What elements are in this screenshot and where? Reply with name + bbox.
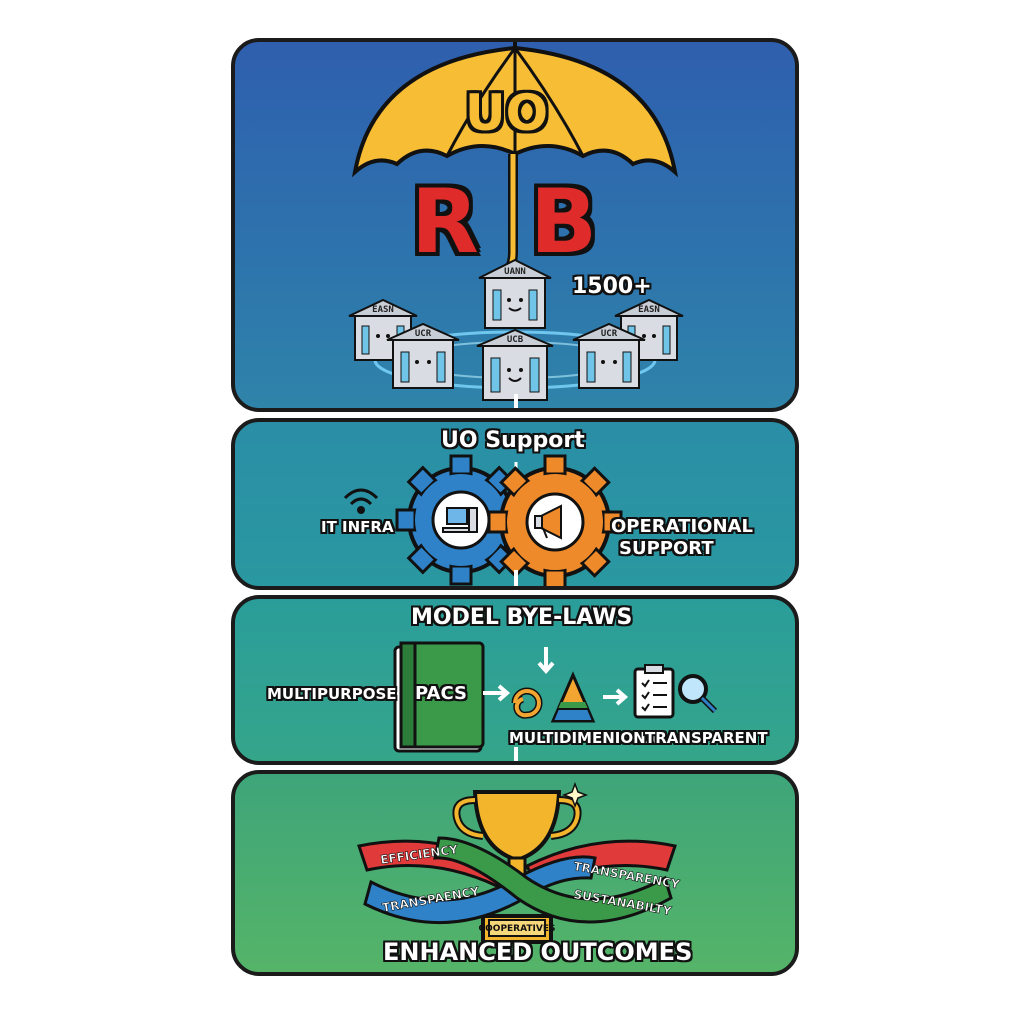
gear-icon [395, 454, 527, 586]
wifi-icon [343, 488, 379, 514]
bank-label: EASN [638, 305, 660, 315]
umbrella-organization-panel: UANN EASN EASN UCR [231, 38, 799, 412]
book-label: PACS [415, 683, 467, 704]
ribbon-green [433, 836, 673, 924]
letter-b: B [530, 170, 598, 273]
multipurpose-label: MULTIPURPOSE [267, 685, 397, 703]
multidimensional-label: MULTIDIMENIONAL [509, 729, 667, 747]
umbrella-network-illustration: UANN EASN EASN UCR [348, 42, 684, 408]
bank-icon: UCB [476, 328, 554, 401]
support-label: SUPPORT [619, 538, 714, 559]
bank-label: UCB [507, 335, 524, 345]
transparent-label: TRANSPARENT [645, 729, 768, 747]
enhanced-outcomes-panel: EFFICIENCY TRANSPARENCY TRANSPAENCY SUST… [231, 770, 799, 976]
bank-count: 1500+ [572, 274, 652, 299]
bank-icon: UANN [478, 258, 552, 329]
model-bye-laws-panel: MODEL BYE-LAWS MULTIPURPOSE PACS MULTIDI… [231, 595, 799, 765]
magnifier-icon [678, 674, 718, 714]
bank-icon: UCR [386, 322, 460, 389]
sparkle-icon [561, 781, 589, 809]
ribbon-blue [363, 855, 597, 924]
bank-label: UANN [504, 267, 526, 277]
bank-label: EASN [372, 305, 394, 315]
checklist-icon [633, 664, 675, 719]
gear-icon [487, 454, 623, 586]
swirl-icon [511, 687, 543, 719]
section-title: UO Support [441, 428, 585, 453]
letter-r: R [411, 170, 479, 273]
section-title: ENHANCED OUTCOMES [383, 938, 693, 966]
section-title: MODEL BYE-LAWS [411, 605, 633, 630]
megaphone-icon [534, 504, 562, 540]
bank-icon: EASN [614, 298, 684, 361]
trophy-plate-label: COOPERATIVES [479, 924, 556, 934]
bank-icon: UCR [572, 322, 646, 389]
umbrella-label: UO [465, 84, 549, 142]
bank-label: UCR [415, 329, 432, 339]
trophy-icon [452, 790, 582, 944]
book-icon [393, 641, 485, 753]
server-icon [442, 507, 478, 533]
pyramid-icon [550, 671, 596, 723]
it-infra-label: IT INFRA [321, 518, 394, 536]
bank-label: UCR [601, 329, 618, 339]
operational-label: OPERATIONAL [611, 516, 753, 537]
uo-support-panel: UO Support IT INFRA OPERATIONAL SUPPORT [231, 418, 799, 590]
